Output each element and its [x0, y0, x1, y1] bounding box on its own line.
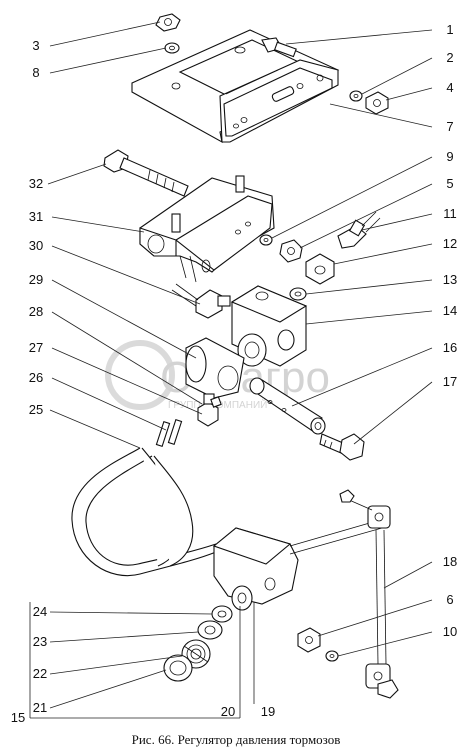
washer-23 [197, 620, 223, 640]
callout-19: 19 [261, 704, 275, 719]
callout-4: 4 [446, 80, 453, 95]
callout-15: 15 [11, 710, 25, 725]
callout-11: 11 [443, 206, 457, 221]
lower-bracket [139, 175, 275, 283]
callout-3: 3 [32, 38, 39, 53]
callout-32: 32 [29, 176, 43, 191]
callout-6: 6 [446, 592, 453, 607]
bleeder-28 [197, 393, 222, 427]
washer-9 [259, 234, 273, 246]
leader-lines [29, 21, 433, 719]
pin-26 [155, 418, 183, 448]
bolt-17 [319, 433, 365, 461]
washer-8 [164, 42, 180, 54]
upper-bracket [131, 29, 340, 144]
callout-10: 10 [443, 624, 457, 639]
lever-body [212, 527, 299, 611]
callout-30: 30 [29, 238, 43, 253]
fitting-11 [337, 211, 381, 249]
callout-1: 1 [446, 22, 453, 37]
nut-6 [297, 627, 321, 653]
callout-17: 17 [443, 374, 457, 389]
callout-9: 9 [446, 149, 453, 164]
callout-8: 8 [32, 65, 39, 80]
union-nut-12 [305, 253, 335, 285]
callout-29: 29 [29, 272, 43, 287]
callout-26: 26 [29, 370, 43, 385]
callout-25: 25 [29, 402, 43, 417]
callout-5: 5 [446, 176, 453, 191]
nut-3 [155, 13, 181, 32]
callout-27: 27 [29, 340, 43, 355]
regulator-body-14 [230, 285, 308, 367]
callout-28: 28 [29, 304, 43, 319]
callout-7: 7 [446, 119, 453, 134]
callout-24: 24 [33, 604, 47, 619]
callout-13: 13 [443, 272, 457, 287]
callout-16: 16 [443, 340, 457, 355]
callout-numbers: 3 8 1 2 4 7 32 9 5 31 11 12 30 13 29 14 … [11, 22, 457, 725]
callout-23: 23 [33, 634, 47, 649]
bolt-32 [103, 149, 189, 197]
callout-18: 18 [443, 554, 457, 569]
callout-22: 22 [33, 666, 47, 681]
fitting-30 [171, 283, 231, 319]
callout-12: 12 [443, 236, 457, 251]
callout-20: 20 [221, 704, 235, 719]
washer-13 [289, 287, 307, 301]
figure-caption: Рис. 66. Регулятор давления тормозов [131, 732, 341, 747]
washer-10 [325, 650, 339, 662]
callout-31: 31 [29, 209, 43, 224]
washer-24 [211, 605, 233, 623]
callout-2: 2 [446, 50, 453, 65]
bolt-1 [261, 37, 297, 58]
spring-loop-25 [71, 447, 217, 577]
nut-4 [365, 91, 389, 115]
rod-18 [289, 489, 399, 699]
callout-21: 21 [33, 700, 47, 715]
callout-14: 14 [443, 303, 457, 318]
sleeve-16 [249, 377, 326, 435]
nut-5 [279, 239, 303, 263]
washer-2 [349, 90, 363, 102]
cap-21 [163, 654, 193, 682]
